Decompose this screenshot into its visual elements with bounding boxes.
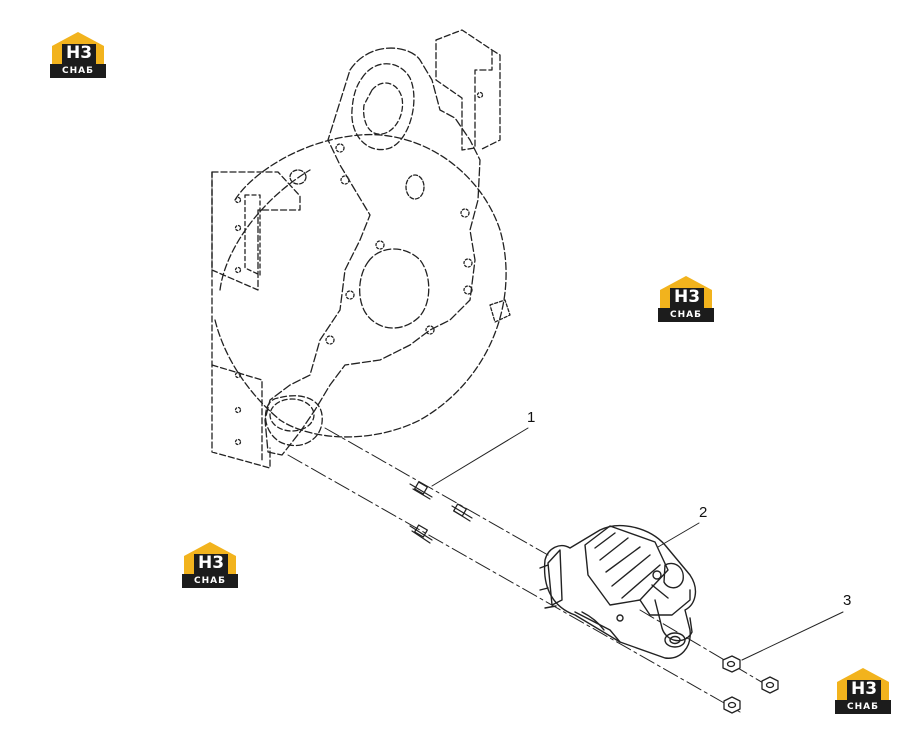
logo-bottom-text: СНАБ (50, 64, 106, 78)
logo-top-text: H3 (65, 43, 93, 63)
leader-line-2 (657, 522, 700, 548)
logo-bottom-text: СНАБ (658, 308, 714, 322)
leader-lines (431, 427, 844, 661)
callout-1: 1 (527, 409, 536, 426)
leader-line-3 (741, 611, 844, 661)
callout-2: 2 (699, 504, 708, 521)
logo-top-text: H3 (197, 553, 225, 573)
nut-middle (761, 676, 779, 694)
nut-lower (723, 696, 741, 714)
logo-watermark-bottom-right: H3 СНАБ (835, 666, 891, 718)
logo-watermark-top-left: H3 СНАБ (50, 30, 106, 82)
logo-watermark-right: H3 СНАБ (658, 274, 714, 326)
stud-lower (409, 524, 433, 544)
callout-3: 3 (843, 592, 852, 609)
leader-line-1 (431, 427, 529, 487)
logo-bottom-text: СНАБ (182, 574, 238, 588)
stud-middle (451, 503, 473, 522)
logo-watermark-left: H3 СНАБ (182, 540, 238, 592)
assembly-centerlines (287, 427, 776, 713)
logo-top-text: H3 (673, 287, 701, 307)
starter-motor (539, 524, 697, 659)
nut-upper (722, 655, 741, 673)
flywheel-housing (211, 29, 511, 469)
logo-top-text: H3 (850, 679, 878, 699)
logo-bottom-text: СНАБ (835, 700, 891, 714)
stud-upper (409, 481, 433, 500)
